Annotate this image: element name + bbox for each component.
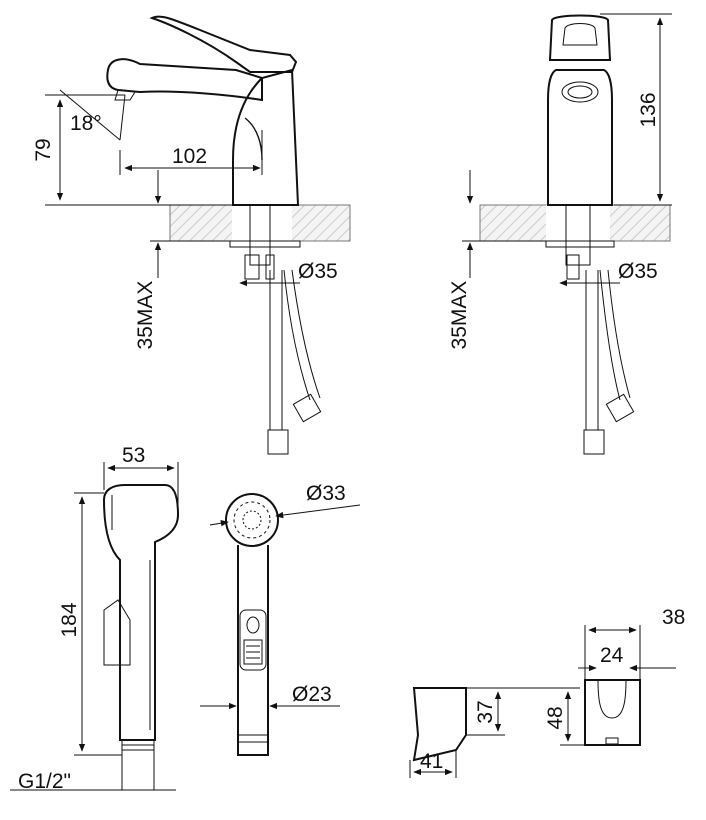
dim-holder-side: 37 (474, 700, 497, 723)
holder-front-profile (584, 679, 641, 746)
shower-handle-front (237, 545, 269, 756)
faucet-side-handle (548, 14, 612, 61)
faucet-side-body (547, 69, 613, 206)
dim-side-deck: 35MAX (448, 281, 471, 350)
hand-shower-body (102, 484, 180, 741)
dim-shower-width: 53 (122, 444, 145, 467)
hand-shower-front-view: Ø33 Ø23 (200, 482, 361, 756)
faucet-front-view: 79 18° 102 Ø35 35MAX (32, 15, 351, 455)
faucet-spout (106, 58, 263, 102)
dim-front-height: 79 (32, 138, 55, 161)
dim-holder-outer: 38 (662, 606, 685, 629)
dim-shower-length: 184 (58, 602, 81, 637)
dim-shower-handle: Ø23 (292, 683, 332, 706)
dim-shower-thread: G1/2" (18, 770, 71, 793)
shower-head-face (225, 493, 279, 547)
dim-holder-inner: 24 (600, 644, 624, 667)
dim-front-deck: 35MAX (134, 281, 157, 350)
dim-shower-head: Ø33 (306, 482, 346, 505)
dim-side-hole: Ø35 (618, 260, 658, 283)
dim-front-hole: Ø35 (298, 260, 338, 283)
dim-spout-reach: 102 (172, 145, 207, 168)
faucet-body (232, 68, 300, 206)
dim-holder-front: 48 (544, 706, 567, 729)
dim-side-height: 136 (637, 92, 660, 127)
faucet-handle (149, 15, 298, 73)
wall-holder-views: 38 24 37 48 41 (409, 606, 685, 778)
hand-shower-side-view: 53 184 G1/2" (10, 444, 180, 793)
dim-spout-angle: 18° (70, 112, 102, 135)
dim-holder-depth: 41 (420, 750, 443, 773)
faucet-side-view: 136 Ø35 35MAX (448, 13, 672, 455)
